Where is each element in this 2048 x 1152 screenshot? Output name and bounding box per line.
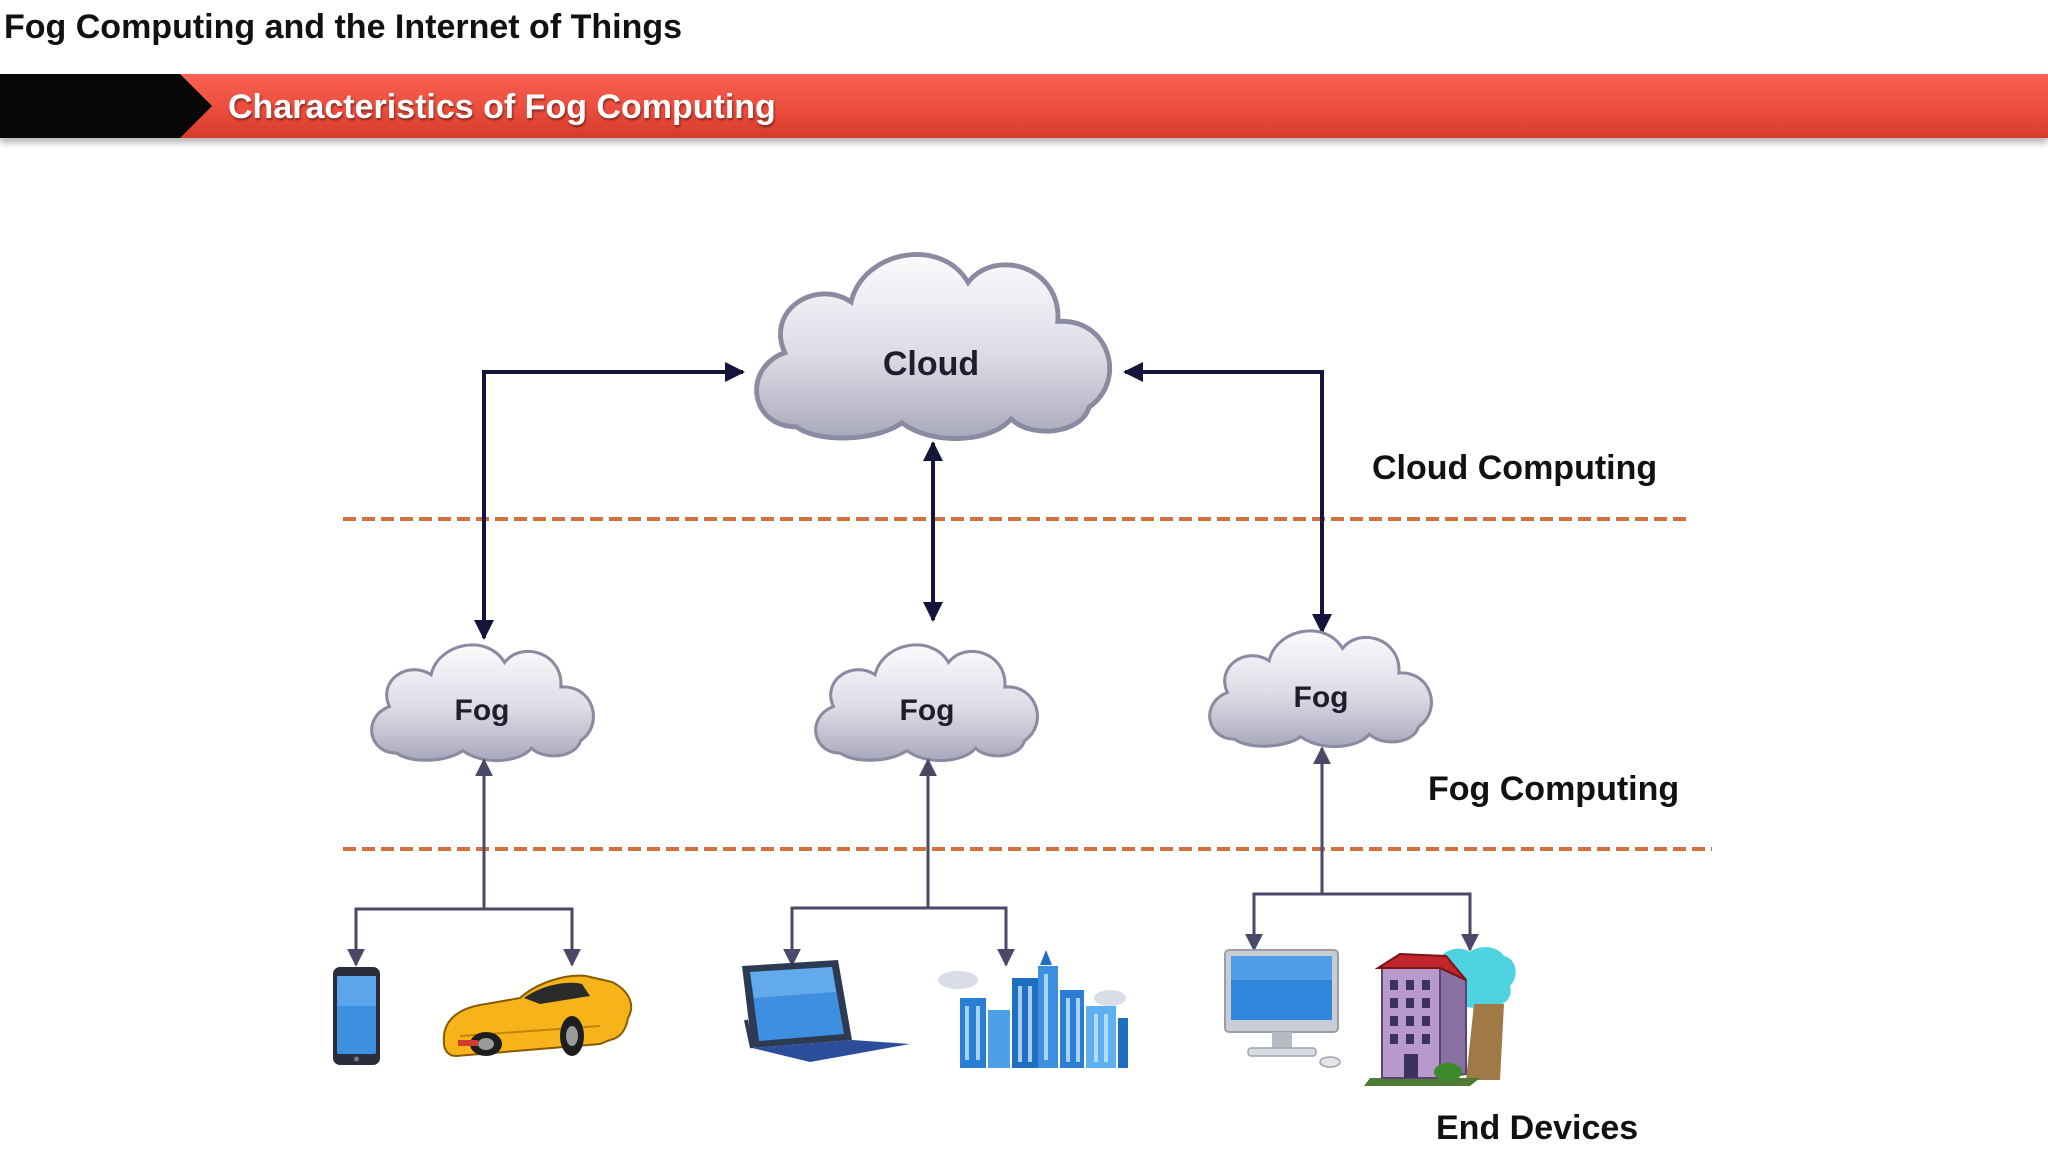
cloud-to-fog-left-arrow	[474, 362, 745, 640]
end-devices-label: End Devices	[1436, 1109, 1638, 1147]
branch-line	[1252, 892, 1472, 920]
device-branch-left	[347, 758, 581, 967]
cloud-node: Cloud	[757, 254, 1110, 438]
fog-node-right: Fog	[1208, 629, 1434, 749]
device-branch-center	[783, 758, 1015, 967]
branch-line	[354, 907, 574, 935]
fog-label: Fog	[1294, 681, 1349, 714]
fog-node-left: Fog	[370, 643, 596, 763]
city-buildings-icon	[938, 950, 1128, 1068]
branch-line	[790, 906, 1008, 935]
desktop-computer-icon	[1224, 949, 1341, 1068]
cloud-label: Cloud	[883, 345, 979, 383]
banner-chevron	[0, 74, 212, 138]
laptop-icon	[742, 960, 910, 1062]
mobile-phone-icon	[333, 967, 380, 1065]
fog-node-center: Fog	[814, 643, 1040, 763]
section-title: Characteristics of Fog Computing	[228, 88, 776, 126]
house-icon	[1364, 947, 1516, 1086]
cloud-computing-label: Cloud Computing	[1372, 449, 1657, 487]
fog-computing-label: Fog Computing	[1428, 770, 1679, 808]
device-branch-right	[1245, 746, 1479, 952]
fog-label: Fog	[900, 694, 955, 727]
slide-title: Fog Computing and the Internet of Things	[4, 8, 683, 46]
sports-car-icon	[442, 974, 633, 1058]
cloud-to-fog-right-arrow	[1123, 362, 1332, 634]
section-banner: Characteristics of Fog Computing	[0, 74, 2048, 138]
fog-label: Fog	[455, 694, 510, 727]
